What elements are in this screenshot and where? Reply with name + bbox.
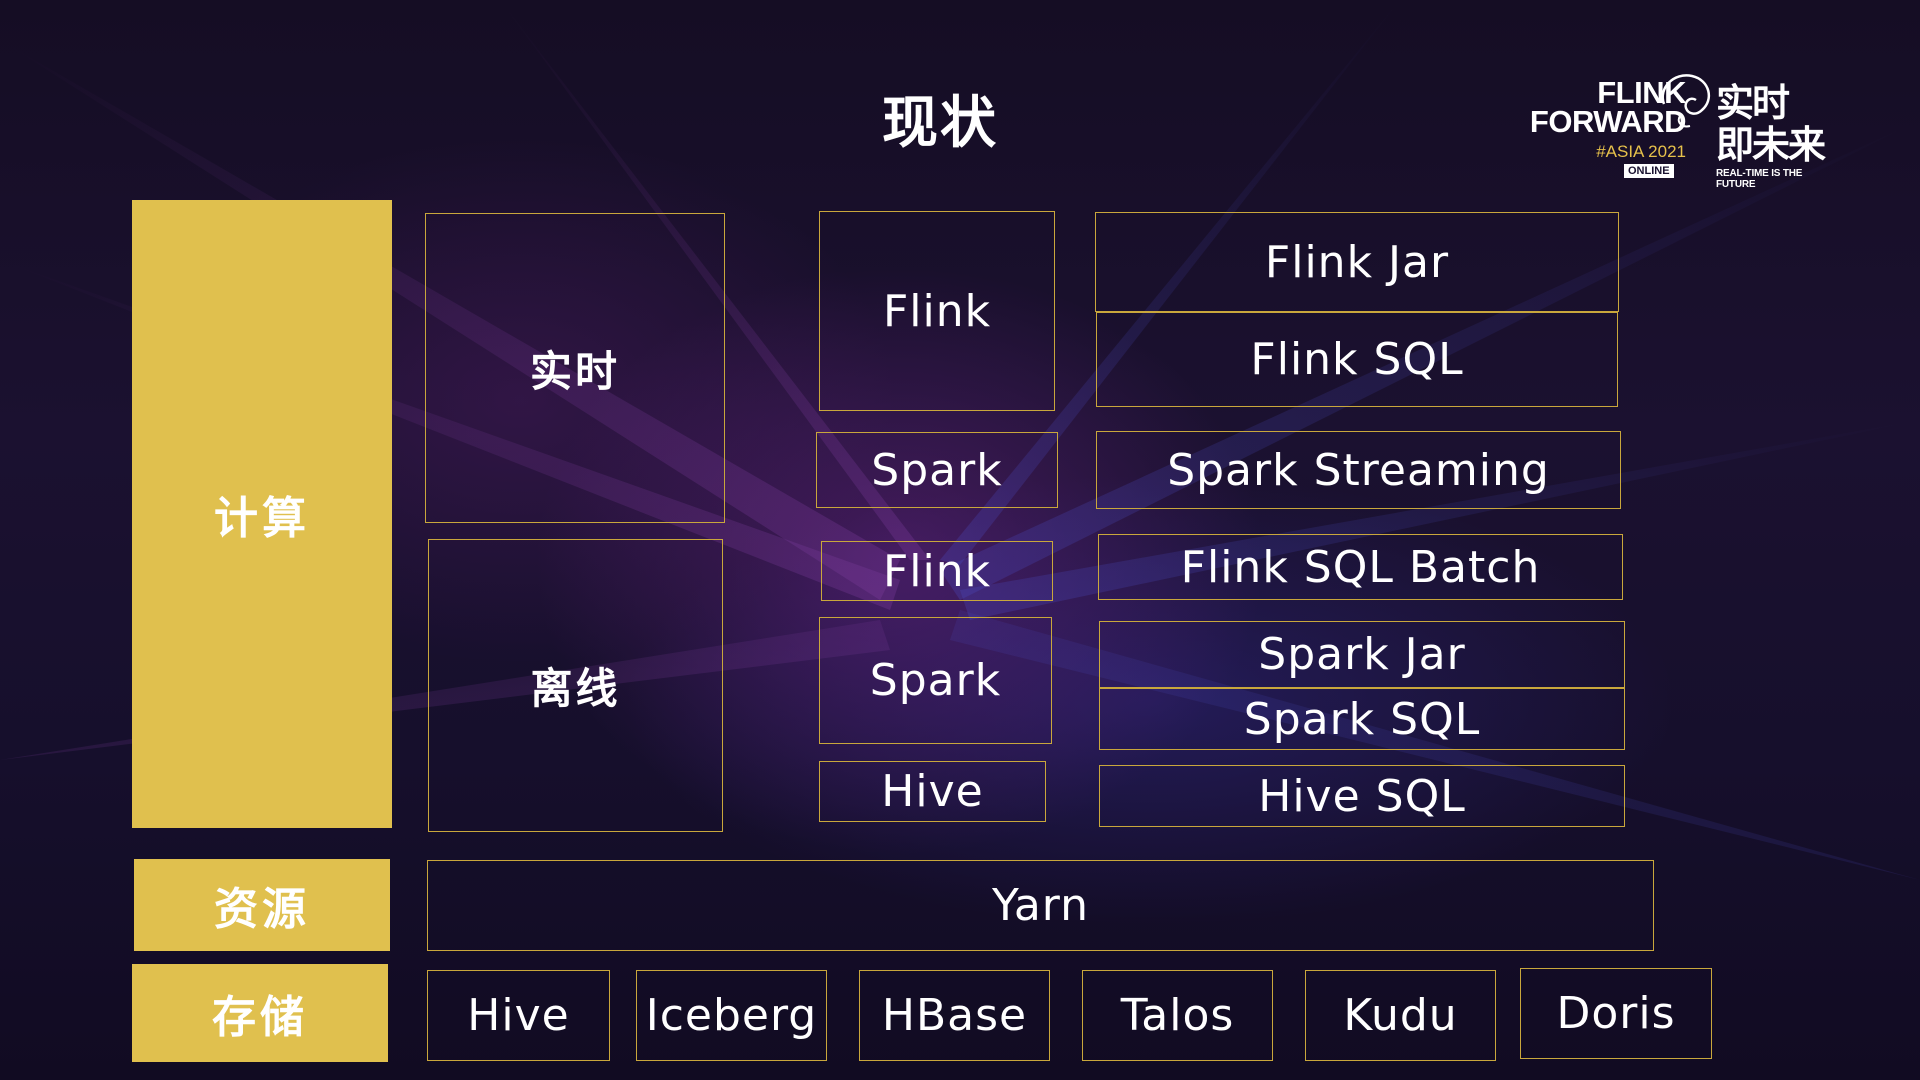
logo-line1: FLINK xyxy=(1597,75,1686,110)
squirrel-icon xyxy=(1661,74,1711,128)
page-title: 现状 xyxy=(882,91,998,156)
storage-talos: Talos xyxy=(1082,970,1273,1061)
api-spark-sql: Spark SQL xyxy=(1099,688,1625,750)
storage-iceberg: Iceberg xyxy=(636,970,827,1061)
logo-event: #ASIA 2021 xyxy=(1596,142,1686,161)
layer-resource: 资源 xyxy=(134,859,390,951)
mode-offline: 离线 xyxy=(428,539,723,832)
storage-doris: Doris xyxy=(1520,968,1712,1059)
engine-realtime-flink: Flink xyxy=(819,211,1055,411)
engine-realtime-spark: Spark xyxy=(816,432,1058,508)
logo-wordmark: FLINK FORWARD xyxy=(1518,75,1687,139)
engine-offline-spark: Spark xyxy=(819,617,1052,744)
logo-cn-line2: 即未来 xyxy=(1716,123,1826,167)
resource-yarn: Yarn xyxy=(427,860,1654,951)
api-flink-sql: Flink SQL xyxy=(1096,312,1618,407)
storage-kudu: Kudu xyxy=(1305,970,1496,1061)
api-flink-jar: Flink Jar xyxy=(1095,212,1619,312)
api-hive-sql: Hive SQL xyxy=(1099,765,1625,827)
engine-offline-hive: Hive xyxy=(819,761,1046,822)
api-flink-sql-batch: Flink SQL Batch xyxy=(1098,534,1623,600)
logo-tagline: REAL-TIME IS THE FUTURE xyxy=(1716,168,1803,190)
mode-realtime: 实时 xyxy=(425,213,725,523)
logo-cn-text: 实时 即未来 xyxy=(1716,81,1826,167)
storage-hive: Hive xyxy=(427,970,610,1061)
logo-line2: FORWARD xyxy=(1529,104,1687,139)
engine-offline-flink: Flink xyxy=(821,541,1053,601)
api-spark-jar: Spark Jar xyxy=(1099,621,1625,688)
storage-hbase: HBase xyxy=(859,970,1050,1061)
layer-compute: 计算 xyxy=(132,200,392,828)
logo-badge: ONLINE xyxy=(1624,164,1674,178)
flink-forward-logo: FLINK FORWARD #ASIA 2021 ONLINE 实时 即未来 R… xyxy=(1518,66,1838,190)
api-spark-streaming: Spark Streaming xyxy=(1096,431,1621,509)
logo-cn-line1: 实时 xyxy=(1716,81,1790,125)
layer-storage: 存储 xyxy=(132,964,388,1062)
